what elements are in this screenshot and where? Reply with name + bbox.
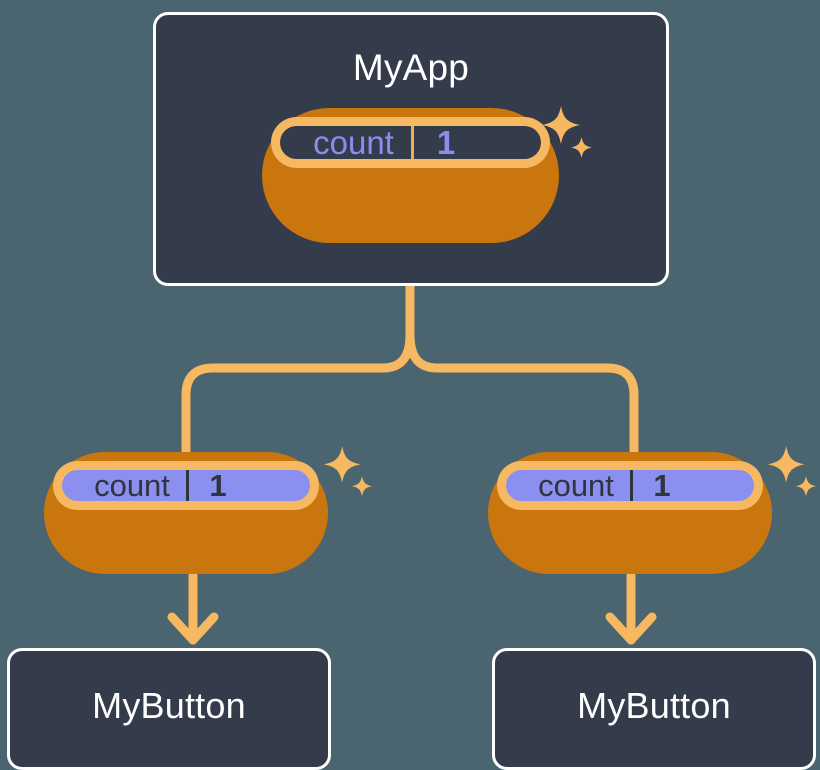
sparkle-star-large: [323, 446, 361, 483]
arrow-left-head: [167, 612, 219, 645]
state-pill-myapp[interactable]: count 1: [262, 108, 559, 243]
state-pill-left[interactable]: count 1: [44, 452, 328, 574]
component-card-mybutton-right[interactable]: MyButton: [492, 648, 816, 770]
pill-inner-ring: count 1: [271, 117, 550, 168]
component-title: MyButton: [92, 685, 246, 726]
pill-outer-ring: count 1: [262, 108, 559, 243]
pill-face: count 1: [506, 470, 754, 501]
connector-branch-right: [405, 334, 639, 470]
state-pill-right[interactable]: count 1: [488, 452, 772, 574]
state-key-label: count: [538, 470, 614, 501]
page-title: MyApp: [352, 47, 470, 88]
component-title: MyButton: [577, 685, 731, 726]
pill-inner-ring: count 1: [53, 461, 319, 510]
pill-outer-ring: count 1: [44, 452, 328, 574]
state-key-label: count: [94, 470, 170, 501]
state-value-label: 1: [186, 470, 247, 501]
pill-outer-ring: count 1: [488, 452, 772, 574]
state-key-label: count: [313, 126, 394, 159]
sparkle-star-small: [795, 475, 817, 497]
component-card-mybutton-left[interactable]: MyButton: [7, 648, 331, 770]
sparkle-star-large: [767, 446, 805, 483]
connector-branch-left: [181, 334, 415, 470]
state-value-label: 1: [630, 470, 691, 501]
sparkle-star-small: [351, 475, 373, 497]
state-value-label: 1: [411, 126, 478, 159]
arrow-right-head: [605, 612, 657, 645]
pill-face: count 1: [280, 126, 541, 159]
pill-inner-ring: count 1: [497, 461, 763, 510]
pill-face: count 1: [62, 470, 310, 501]
